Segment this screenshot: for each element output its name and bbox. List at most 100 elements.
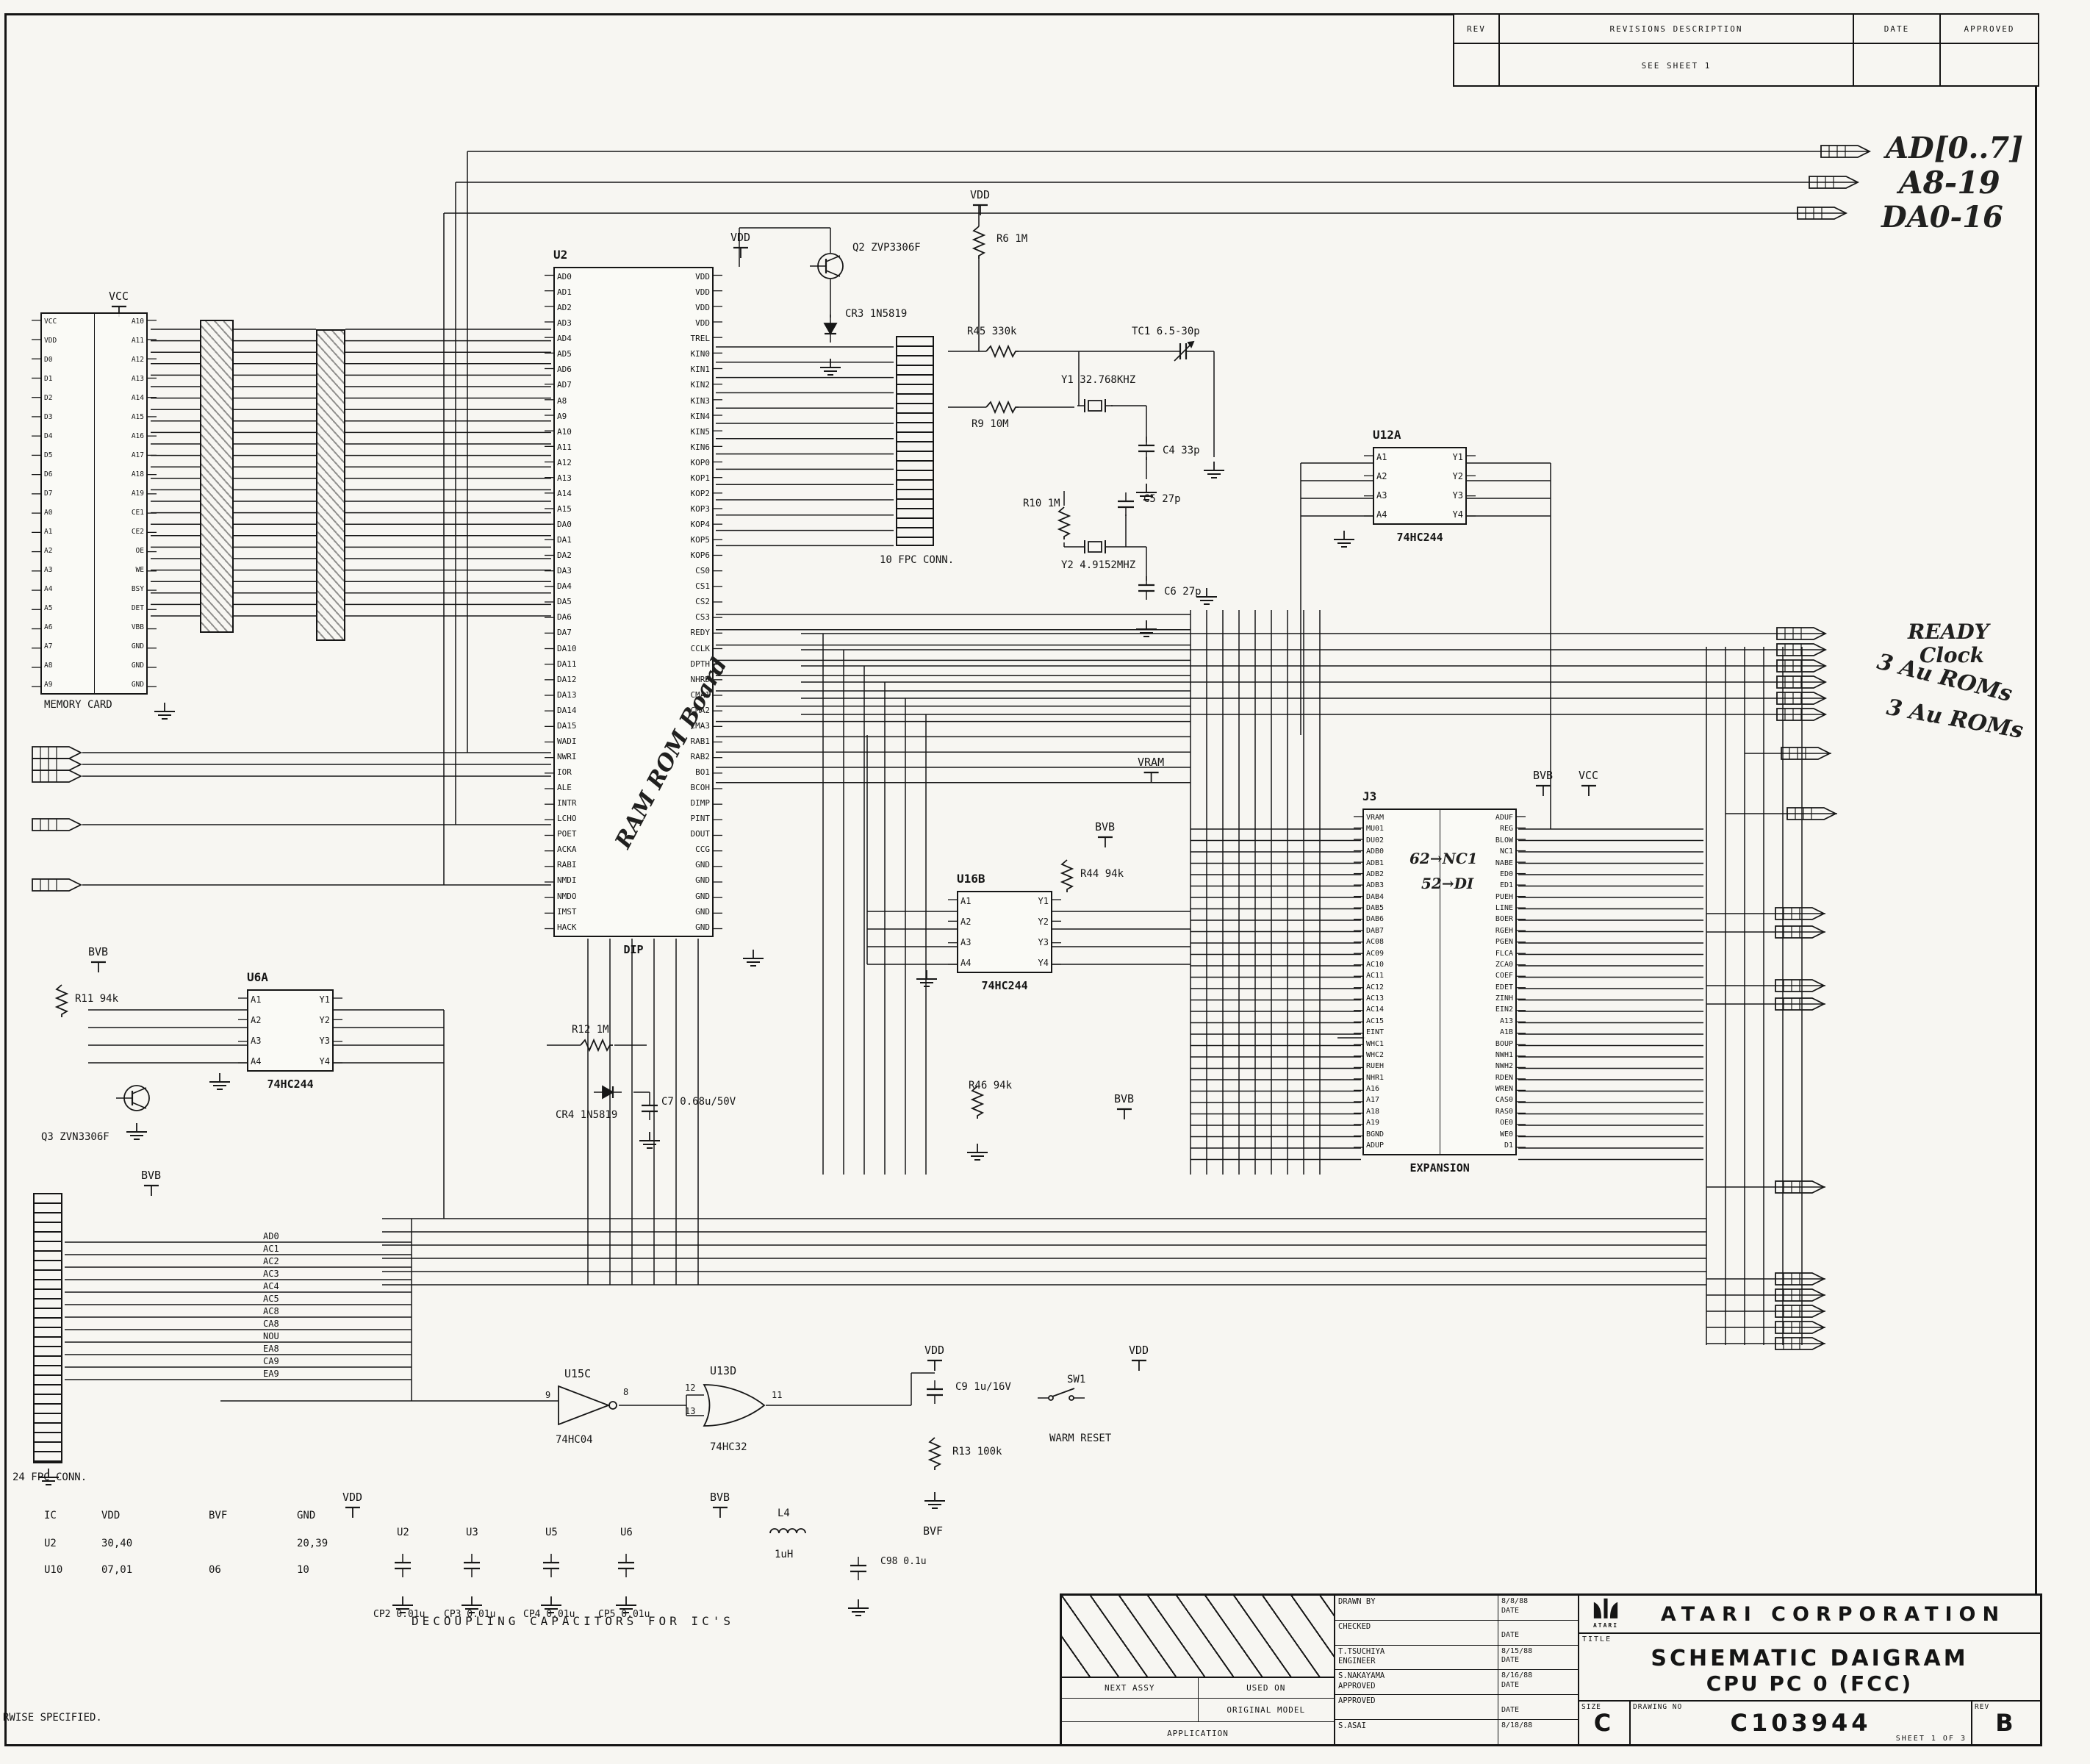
revision-row-text: SEE SHEET 1 <box>1500 44 1854 87</box>
label-bvb: BVB <box>1533 769 1554 782</box>
label-74hc04: 74HC04 <box>556 1434 593 1446</box>
drawing-no-label: DRAWING NO <box>1633 1703 1683 1711</box>
fpc-pin-label-ac4: AC4 <box>263 1281 279 1291</box>
label-9: 9 <box>545 1390 551 1400</box>
pin-a19: A19 <box>131 490 144 498</box>
revision-table: REV REVISIONS DESCRIPTION DATE APPROVED … <box>1453 13 2039 87</box>
pin-a4: A4 <box>1376 509 1387 520</box>
rev-col-header: REV <box>1454 15 1500 43</box>
pin-cma1: CMA1 <box>690 689 711 700</box>
pin-hack: HACK <box>557 922 577 932</box>
pin-da11: DA11 <box>557 659 577 669</box>
pin-a2: A2 <box>44 547 53 556</box>
corporate-row: ATARI ATARI CORPORATION <box>1579 1596 2040 1634</box>
pin-d3: D3 <box>44 413 53 422</box>
ic-table-cell: U10 <box>44 1564 63 1576</box>
pin-nabe: NABE <box>1495 858 1513 867</box>
pin-adb3: ADB3 <box>1366 881 1385 890</box>
ic-table-cell: 07,01 <box>101 1564 133 1576</box>
label-vdd: VDD <box>924 1344 945 1357</box>
drawing-no-value: C103944 <box>1730 1709 1872 1737</box>
resistor-network-2 <box>316 329 345 641</box>
label-u5: U5 <box>545 1527 558 1538</box>
pin-ac15: AC15 <box>1366 1017 1385 1025</box>
pin-intr: INTR <box>557 798 577 808</box>
pin-a16: A16 <box>131 432 144 441</box>
pin-ac12: AC12 <box>1366 983 1385 992</box>
pin-a13: A13 <box>131 375 144 384</box>
application-hatch <box>1062 1596 1334 1678</box>
pin-nhr1: NHR1 <box>1366 1073 1385 1082</box>
pin-y1: Y1 <box>1038 896 1049 906</box>
pin-kin0: KIN0 <box>690 349 711 359</box>
pin-a16: A16 <box>1366 1085 1380 1093</box>
pin-acka: ACKA <box>557 845 577 855</box>
desc-col-header: REVISIONS DESCRIPTION <box>1500 15 1854 43</box>
pin-ed0: ED0 <box>1499 870 1513 878</box>
pin-y4: Y4 <box>319 1056 330 1066</box>
label-u15c: U15C <box>564 1367 592 1380</box>
ref-u2: U2 <box>553 248 568 262</box>
fpc-pin-label-ea9: EA9 <box>263 1369 279 1379</box>
pin-nc1: NC1 <box>1499 847 1513 856</box>
pin-gnd: GND <box>695 875 710 886</box>
label-c98-0-1u: C98 0.1u <box>880 1556 927 1567</box>
pin-wadi: WADI <box>557 736 577 746</box>
pin-d5: D5 <box>44 451 53 460</box>
pin-ac14: AC14 <box>1366 1005 1385 1014</box>
label-memory-card: MEMORY CARD <box>44 699 112 711</box>
label-u6: U6 <box>620 1527 633 1538</box>
fpc-pin-label-ac5: AC5 <box>263 1294 279 1304</box>
pin-da15: DA15 <box>557 720 577 731</box>
pin-a7: A7 <box>44 642 53 651</box>
title-label: TITLE <box>1582 1635 1612 1643</box>
fpc-pin-label-ea8: EA8 <box>263 1344 279 1354</box>
label-bvb: BVB <box>710 1491 730 1504</box>
ic-table-header-gnd: GND <box>297 1510 316 1521</box>
pin-a3: A3 <box>251 1036 262 1046</box>
pin-a5: A5 <box>44 604 53 613</box>
pin-nmdi: NMDI <box>557 875 577 886</box>
pin-dab7: DAB7 <box>1366 926 1385 935</box>
pin-pgen: PGEN <box>1495 938 1513 947</box>
pin-ein2: EIN2 <box>1495 1005 1513 1014</box>
pin-redy: REDY <box>690 628 711 638</box>
title-row: TITLE SCHEMATIC DAIGRAM CPU PC 0 (FCC) <box>1579 1634 2040 1702</box>
next-assy-value <box>1062 1699 1199 1721</box>
rev-label: REV <box>1975 1703 1990 1711</box>
pin-kop3: KOP3 <box>690 503 711 514</box>
pin-edet: EDET <box>1495 983 1513 992</box>
pin-ad5: AD5 <box>557 349 572 359</box>
pin-cs1: CS1 <box>695 581 710 592</box>
pin-gnd: GND <box>695 906 710 917</box>
pin-ed1: ED1 <box>1499 881 1513 890</box>
label-r12-1m: R12 1M <box>572 1024 609 1036</box>
pin-kop6: KOP6 <box>690 551 711 561</box>
pin-a17: A17 <box>1366 1096 1380 1105</box>
pin-rgeh: RGEH <box>1495 926 1513 935</box>
pin-cs3: CS3 <box>695 612 710 623</box>
label-q2-zvp3306f: Q2 ZVP3306F <box>852 242 921 254</box>
pin-ad2: AD2 <box>557 303 572 313</box>
pin-da14: DA14 <box>557 705 577 715</box>
label-warm-reset: WARM RESET <box>1049 1433 1112 1444</box>
ic-table-header-vdd: VDD <box>101 1510 121 1521</box>
pin-ac11: AC11 <box>1366 972 1385 980</box>
ref-u16b: U16B <box>957 872 985 886</box>
ic-table-cell: 30,40 <box>101 1538 133 1549</box>
pin-a15: A15 <box>557 503 572 514</box>
pin-adb1: ADB1 <box>1366 858 1385 867</box>
ic-table-cell: U2 <box>44 1538 57 1549</box>
pin-bsy: BSY <box>131 585 144 594</box>
pin-y3: Y3 <box>1038 937 1049 947</box>
pin-gnd: GND <box>695 860 710 870</box>
pin-a0: A0 <box>44 509 53 517</box>
pin-a4: A4 <box>44 585 53 594</box>
